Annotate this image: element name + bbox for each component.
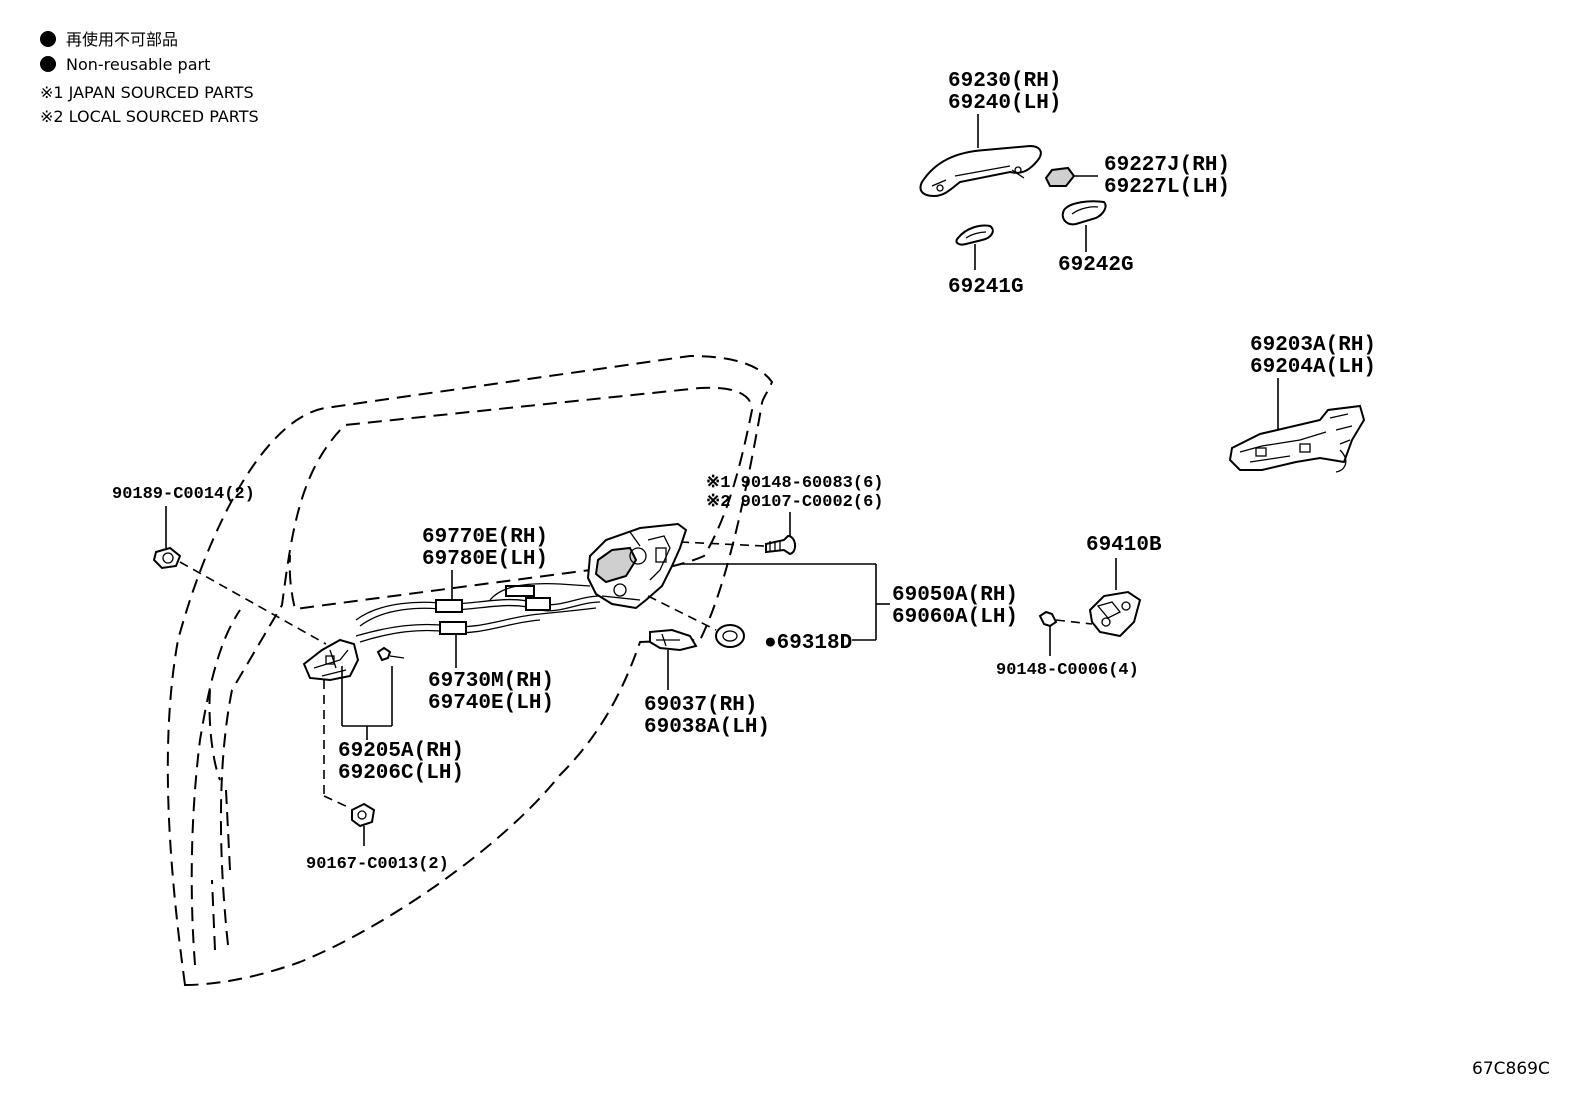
legend-non-reusable-ja: 再使用不可部品	[66, 30, 178, 49]
lock-seal	[715, 624, 745, 648]
screw-japan-label: ※1 90148-60083(6)	[706, 474, 883, 493]
lock-cable-upper	[355, 595, 601, 621]
handle-cover-rh-label: 69227J(RH)	[1104, 154, 1230, 177]
handle-pad-rear-label: 69242G	[1058, 254, 1134, 277]
lock-lh-label: 69060A(LH)	[892, 606, 1018, 629]
outside-handle-rh-label: 69230(RH)	[948, 70, 1061, 93]
outside-handle-frame	[1228, 404, 1366, 471]
striker-screw-label: 90148-C0006(4)	[996, 661, 1139, 680]
outside-handle-group: 69230(RH) 69240(LH) 69227J(RH) 69227L(LH…	[919, 70, 1230, 299]
cable-upper-lh-label: 69780E(LH)	[422, 548, 548, 571]
handle-cover	[1044, 166, 1076, 187]
seal-label: ●69318D	[764, 632, 852, 655]
screw-local-label: ※2 90107-C0002(6)	[706, 493, 883, 512]
legend-note-local: ※2 LOCAL SOURCED PARTS	[40, 107, 259, 126]
lock-rod-rh-label: 69037(RH)	[644, 694, 757, 717]
striker-screw	[1038, 610, 1058, 628]
outside-handle-lh-label: 69240(LH)	[948, 92, 1061, 115]
bolt-bottom-label: 90167-C0013(2)	[306, 855, 449, 874]
handle-pad-rear	[1061, 200, 1107, 226]
figure-code: 67C869C	[1472, 1059, 1550, 1079]
rear-door-lock-assembly	[586, 522, 688, 610]
inside-handle-group: 69205A(RH) 69206C(LH)	[302, 638, 464, 809]
handle-pad-front-label: 69241G	[948, 276, 1024, 299]
legend: 再使用不可部品 Non-reusable part ※1 JAPAN SOURC…	[40, 30, 259, 126]
striker-label: 69410B	[1086, 534, 1162, 557]
frame-rh-label: 69203A(RH)	[1250, 334, 1376, 357]
cable-group: 69770E(RH) 69780E(LH) 69730M(RH) 69740E(…	[355, 526, 601, 715]
inside-handle-rh-label: 69205A(RH)	[338, 740, 464, 763]
non-reusable-dot-icon	[40, 31, 56, 47]
cable-lower-rh-label: 69730M(RH)	[428, 670, 554, 693]
handle-pad-front	[955, 224, 994, 246]
lock-rh-label: 69050A(RH)	[892, 584, 1018, 607]
clip-group: 90189-C0014(2)	[112, 485, 327, 645]
door-lock-group: 69050A(RH) 69060A(LH) ●69318D 69037(RH) …	[586, 522, 1018, 739]
frame-lh-label: 69204A(LH)	[1250, 356, 1376, 379]
legend-note-japan: ※1 JAPAN SOURCED PARTS	[40, 83, 254, 102]
handle-frame-group: 69203A(RH) 69204A(LH)	[1228, 334, 1376, 473]
cable-upper-rh-label: 69770E(RH)	[422, 526, 548, 549]
handle-bolt	[351, 802, 376, 828]
lock-rod-lh-label: 69038A(LH)	[644, 716, 770, 739]
legend-non-reusable-en: Non-reusable part	[66, 55, 210, 74]
inside-handle-screw	[376, 646, 392, 662]
inside-handle-lh-label: 69206C(LH)	[338, 762, 464, 785]
cable-lower-lh-label: 69740E(LH)	[428, 692, 554, 715]
handle-cover-lh-label: 69227L(LH)	[1104, 176, 1230, 199]
bottom-bolt-group: 90167-C0013(2)	[306, 802, 449, 874]
lock-cable-lower	[355, 607, 597, 637]
striker-group: 69410B 90148-C0006(4)	[996, 534, 1162, 680]
clip-label: 90189-C0014(2)	[112, 485, 255, 504]
non-reusable-dot-icon	[40, 56, 56, 72]
lock-screw-group: ※1 90148-60083(6) ※2 90107-C0002(6)	[679, 474, 883, 556]
door-clip	[152, 546, 182, 570]
